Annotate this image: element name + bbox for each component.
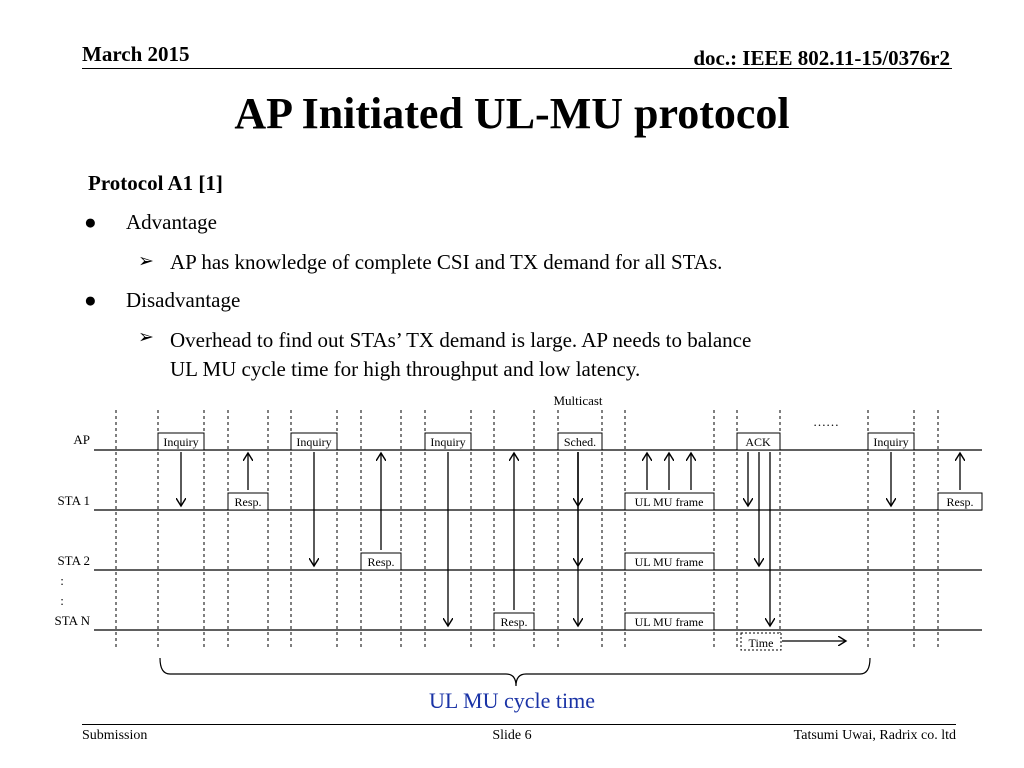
frame-label-ulmu-sta1: UL MU frame bbox=[635, 495, 704, 509]
sub-bullet-text-advantage: AP has knowledge of complete CSI and TX … bbox=[170, 250, 723, 274]
frame-inquiry-3 bbox=[424, 432, 472, 451]
bullet-marker-1: ● bbox=[84, 210, 97, 234]
bullet-text-disadvantage: Disadvantage bbox=[126, 288, 241, 312]
frame-inquiry-1 bbox=[157, 432, 205, 451]
frame-inquiry-2 bbox=[290, 432, 338, 451]
cycle-time-brace bbox=[159, 657, 871, 687]
frame-label-inquiry-4: Inquiry bbox=[873, 435, 908, 449]
multicast-label: Multicast bbox=[553, 393, 602, 408]
frame-label-resp-sta1-next: Resp. bbox=[947, 495, 974, 509]
frame-label-inquiry-2: Inquiry bbox=[296, 435, 331, 449]
timing-diagram: AP STA 1 STA 2 STA N : : Inquiry Inquiry… bbox=[55, 393, 983, 687]
frame-resp-sta1 bbox=[227, 492, 269, 511]
frame-ack bbox=[736, 432, 781, 451]
frame-sched bbox=[557, 432, 603, 451]
bullet-text-advantage: Advantage bbox=[126, 210, 217, 234]
station-label-sta2: STA 2 bbox=[57, 553, 90, 568]
continuation-ellipsis: …… bbox=[813, 414, 839, 429]
time-label-box bbox=[740, 632, 782, 651]
frame-resp-stan bbox=[493, 612, 535, 631]
frame-label-inquiry-3: Inquiry bbox=[430, 435, 465, 449]
frame-label-ack: ACK bbox=[745, 435, 771, 449]
sub-bullet-arrow-2: ➢ bbox=[138, 327, 154, 348]
frame-label-resp-stan: Resp. bbox=[501, 615, 528, 629]
frame-label-resp-sta2: Resp. bbox=[368, 555, 395, 569]
station-ellipsis-1: : bbox=[60, 573, 64, 588]
footer-rule bbox=[82, 724, 956, 725]
slide-title: AP Initiated UL-MU protocol bbox=[234, 89, 790, 138]
cycle-time-label: UL MU cycle time bbox=[429, 688, 595, 713]
frame-label-sched: Sched. bbox=[564, 435, 596, 449]
footer-slide-number: Slide 6 bbox=[492, 728, 532, 743]
frame-inquiry-4 bbox=[867, 432, 915, 451]
sub-bullet-line-2: UL MU cycle time for high throughput and… bbox=[170, 357, 641, 381]
header-date: March 2015 bbox=[82, 42, 190, 66]
frame-resp-sta1-next bbox=[937, 492, 983, 511]
time-guides bbox=[115, 410, 939, 650]
sub-bullet-text-disadvantage: Overhead to find out STAs’ TX demand is … bbox=[170, 326, 930, 384]
footer-submission: Submission bbox=[82, 728, 148, 743]
frame-label-ulmu-stan: UL MU frame bbox=[635, 615, 704, 629]
frame-ulmu-sta1 bbox=[624, 492, 715, 511]
sub-bullet-arrow-1: ➢ bbox=[138, 251, 154, 272]
frame-label-ulmu-sta2: UL MU frame bbox=[635, 555, 704, 569]
header-doc-id: doc.: IEEE 802.11-15/0376r2 bbox=[693, 46, 950, 70]
frame-ulmu-stan bbox=[624, 612, 715, 631]
frame-label-inquiry-1: Inquiry bbox=[163, 435, 198, 449]
slide-subtitle: Protocol A1 [1] bbox=[88, 171, 223, 195]
frame-resp-sta2 bbox=[360, 552, 402, 571]
footer-author: Tatsumi Uwai, Radrix co. ltd bbox=[793, 728, 956, 743]
frame-ulmu-sta2 bbox=[624, 552, 715, 571]
sub-bullet-line-1: Overhead to find out STAs’ TX demand is … bbox=[170, 328, 752, 352]
station-label-stan: STA N bbox=[55, 613, 91, 628]
time-label: Time bbox=[749, 636, 774, 650]
station-label-sta1: STA 1 bbox=[57, 493, 90, 508]
frame-label-resp-sta1: Resp. bbox=[235, 495, 262, 509]
station-label-ap: AP bbox=[73, 432, 90, 447]
bullet-marker-2: ● bbox=[84, 288, 97, 312]
header-rule bbox=[82, 68, 952, 69]
station-ellipsis-2: : bbox=[60, 593, 64, 608]
